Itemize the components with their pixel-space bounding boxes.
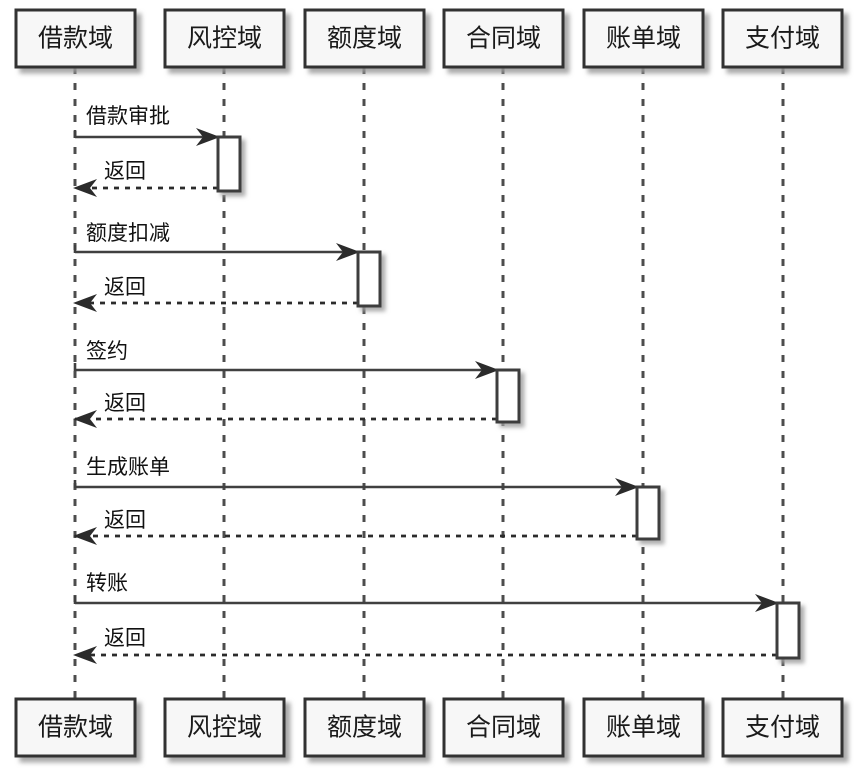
message-2-return[interactable] — [73, 179, 218, 197]
participant-footer-rect-quota — [303, 697, 426, 758]
participant-header-rect-loan — [14, 8, 137, 69]
message-label: 返回 — [104, 391, 146, 415]
participant-header-quota[interactable]: 额度域 — [303, 8, 426, 69]
participant-header-rect-risk — [163, 8, 286, 69]
activation-bar-bill — [635, 485, 661, 541]
participant-footer-label-quota: 额度域 — [327, 713, 402, 742]
participant-header-boxes: 借款域 风控域 额度域 合同域 账单域 支付域 — [14, 8, 844, 69]
message-8-return[interactable] — [73, 527, 637, 545]
activation-bar-contract — [495, 368, 521, 424]
message-label: 签约 — [86, 339, 128, 363]
participant-footer-rect-loan — [14, 697, 137, 758]
arrow-head-icon — [196, 128, 220, 146]
participant-header-rect-payment — [721, 8, 844, 69]
participant-footer-loan[interactable]: 借款域 — [14, 697, 137, 758]
participant-footer-label-contract: 合同域 — [466, 713, 541, 742]
participant-header-rect-quota — [303, 8, 426, 69]
participant-header-contract[interactable]: 合同域 — [442, 8, 565, 69]
participant-header-rect-contract — [442, 8, 565, 69]
participant-header-label-payment: 支付域 — [745, 24, 820, 53]
activations-layer — [216, 135, 801, 660]
message-4-return[interactable] — [73, 294, 358, 312]
arrow-head-icon — [73, 179, 97, 197]
arrow-head-icon — [336, 243, 360, 261]
participant-footer-risk[interactable]: 风控域 — [163, 697, 286, 758]
participant-footer-boxes: 借款域 风控域 额度域 合同域 账单域 支付域 — [14, 697, 844, 758]
participant-header-label-risk: 风控域 — [187, 24, 262, 53]
message-7-call[interactable] — [73, 478, 639, 496]
participant-footer-rect-payment — [721, 697, 844, 758]
activation-bar-payment — [775, 601, 801, 660]
message-label: 返回 — [104, 626, 146, 650]
messages-layer — [73, 128, 779, 664]
participant-header-payment[interactable]: 支付域 — [721, 8, 844, 69]
message-9-call[interactable] — [73, 594, 779, 612]
participant-footer-bill[interactable]: 账单域 — [582, 697, 705, 758]
message-label: 转账 — [86, 571, 128, 595]
message-10-return[interactable] — [73, 646, 777, 664]
activation-bar-risk — [216, 135, 242, 193]
message-label: 生成账单 — [86, 455, 170, 479]
arrow-head-icon — [615, 478, 639, 496]
participant-footer-label-risk: 风控域 — [187, 713, 262, 742]
participant-header-bill[interactable]: 账单域 — [582, 8, 705, 69]
arrow-head-icon — [73, 294, 97, 312]
participant-header-label-bill: 账单域 — [606, 24, 681, 53]
participant-footer-quota[interactable]: 额度域 — [303, 697, 426, 758]
participant-header-label-loan: 借款域 — [38, 24, 113, 53]
arrow-head-icon — [73, 646, 97, 664]
message-label: 返回 — [104, 508, 146, 532]
arrow-head-icon — [73, 410, 97, 428]
message-label: 额度扣减 — [86, 221, 170, 245]
participant-footer-label-bill: 账单域 — [606, 713, 681, 742]
participant-header-label-quota: 额度域 — [327, 24, 402, 53]
message-label: 借款审批 — [86, 104, 170, 128]
participant-header-risk[interactable]: 风控域 — [163, 8, 286, 69]
participant-header-rect-bill — [582, 8, 705, 69]
participant-header-loan[interactable]: 借款域 — [14, 8, 137, 69]
participant-footer-label-payment: 支付域 — [745, 713, 820, 742]
message-label: 返回 — [104, 159, 146, 183]
participant-footer-contract[interactable]: 合同域 — [442, 697, 565, 758]
arrow-head-icon — [475, 361, 499, 379]
participant-header-label-contract: 合同域 — [466, 24, 541, 53]
message-1-call[interactable] — [73, 128, 220, 146]
message-3-call[interactable] — [73, 243, 360, 261]
message-label: 返回 — [104, 275, 146, 299]
message-6-return[interactable] — [73, 410, 497, 428]
participant-footer-label-loan: 借款域 — [38, 713, 113, 742]
participant-footer-rect-risk — [163, 697, 286, 758]
participant-footer-payment[interactable]: 支付域 — [721, 697, 844, 758]
arrow-head-icon — [73, 527, 97, 545]
activation-bar-quota — [356, 250, 382, 308]
message-5-call[interactable] — [73, 361, 499, 379]
participant-footer-rect-bill — [582, 697, 705, 758]
arrow-head-icon — [755, 594, 779, 612]
participant-footer-rect-contract — [442, 697, 565, 758]
